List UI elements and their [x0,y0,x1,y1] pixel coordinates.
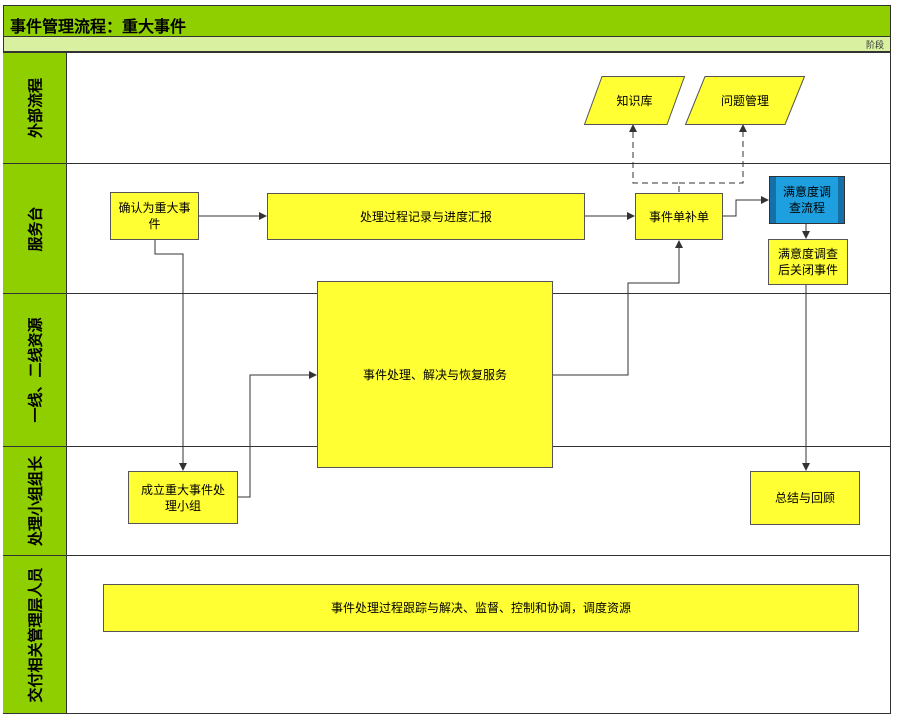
edge-supplement-to-kb [629,124,680,192]
node-satisfaction-process-label: 满意度调查流程 [782,185,831,215]
lane-team: 处理小组组长 [3,447,67,555]
edge-handle-to-supplement [553,240,683,376]
lane-external: 外部流程 [3,53,67,163]
edge-supplement-to-survey [723,196,769,217]
node-knowledge-base-label: 知识库 [616,94,653,108]
node-form-team: 成立重大事件处理小组 [128,471,238,524]
node-problem-management-label: 问题管理 [720,94,769,108]
node-close-after-survey: 满意度调查后关闭事件 [768,239,848,285]
stage-bar: 阶段 [3,37,891,52]
lane-divider [3,163,891,164]
lane-support: 一线、二线资源 [3,294,67,446]
node-confirm-major: 确认为重大事件 [110,192,199,240]
node-satisfaction-process: 满意度调查流程 [769,176,845,224]
subprocess-stripe-left [770,177,776,223]
edge-supplement-to-problem [679,124,747,184]
node-handle-resolve: 事件处理、解决与恢复服务 [317,281,553,468]
lane-divider [3,555,891,556]
subprocess-stripe-right [838,177,844,223]
node-management-track: 事件处理过程跟踪与解决、监督、控制和协调，调度资源 [103,584,859,632]
edge-confirm-to-team [154,240,187,471]
node-knowledge-base: 知识库 [584,76,685,125]
node-problem-management: 问题管理 [685,76,805,125]
node-ticket-supplement: 事件单补单 [635,193,723,240]
title-bar: 事件管理流程：重大事件 [3,5,891,37]
lane-service-desk: 服务台 [3,164,67,293]
lane-management: 交付相关管理层人员 [3,556,67,713]
node-summary-review: 总结与回顾 [750,471,860,525]
edge-team-to-handle [238,371,317,498]
stage-label: 阶段 [865,41,884,51]
node-record-progress: 处理过程记录与进度汇报 [267,193,585,240]
parallelogram-shape [685,76,805,125]
parallelogram-shape [584,76,685,125]
diagram-title: 事件管理流程：重大事件 [10,17,187,36]
